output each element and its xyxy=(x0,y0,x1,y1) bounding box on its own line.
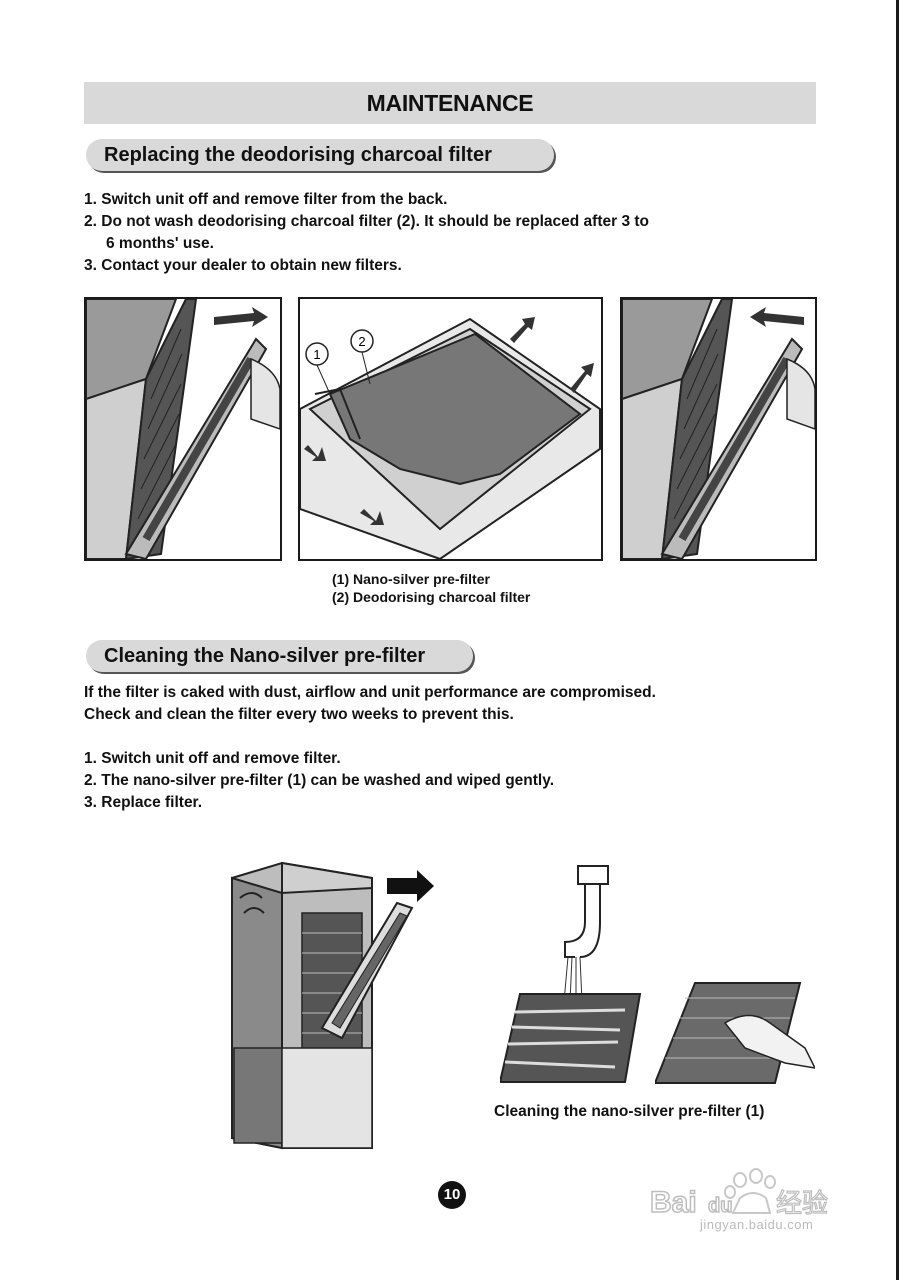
dehumidifier-unit-illustration xyxy=(231,861,434,1150)
section-title-cleaning-prefilter: Cleaning the Nano-silver pre-filter xyxy=(86,640,473,672)
intro-line: If the filter is caked with dust, airflo… xyxy=(84,684,656,701)
arrow-right-icon xyxy=(214,307,268,327)
step-item-continued: 6 months' use. xyxy=(84,233,804,255)
callout-2-label: 2 xyxy=(358,334,365,349)
step-item: 2. The nano-silver pre-filter (1) can be… xyxy=(84,770,804,792)
arrow-right-icon xyxy=(387,870,434,902)
step-text: Switch unit off and remove filter from t… xyxy=(101,191,448,208)
step-text: 6 months' use. xyxy=(106,235,214,252)
page-number: 10 xyxy=(438,1181,466,1209)
page-title: MAINTENANCE xyxy=(366,90,534,116)
step-number: 3. xyxy=(84,257,97,274)
step-number: 1. xyxy=(84,750,97,767)
callout-1-label: 1 xyxy=(313,347,320,362)
header-bar xyxy=(84,82,816,124)
legend-item-charcoal: (2) Deodorising charcoal filter xyxy=(332,589,531,605)
arrow-up-right-icon xyxy=(360,509,384,525)
panel-remove-filter-right xyxy=(84,297,282,561)
step-text: Replace filter. xyxy=(101,794,203,811)
step-text: The nano-silver pre-filter (1) can be wa… xyxy=(101,772,554,789)
filter-frame-illustration: 1 2 xyxy=(300,299,601,559)
replace-steps-list: 1. Switch unit off and remove filter fro… xyxy=(84,189,804,277)
unit-back-illustration xyxy=(86,299,280,559)
step-number: 1. xyxy=(84,191,97,208)
panel-insert-filter-left xyxy=(620,297,817,561)
step-number: 2. xyxy=(84,213,97,230)
step-item: 2. Do not wash deodorising charcoal filt… xyxy=(84,211,804,233)
svg-text:du: du xyxy=(708,1195,732,1217)
cleaning-caption: Cleaning the nano-silver pre-filter (1) xyxy=(494,1103,765,1120)
cleaning-intro: If the filter is caked with dust, airflo… xyxy=(84,682,844,726)
svg-text:经验: 经验 xyxy=(776,1189,828,1219)
washing-under-tap-illustration xyxy=(500,865,642,1083)
svg-text:Bai: Bai xyxy=(650,1186,697,1219)
figure-legend: (1) Nano-silver pre-filter (2) Deodorisi… xyxy=(332,570,632,606)
step-text: Switch unit off and remove filter. xyxy=(101,750,341,767)
legend-item-prefilter: (1) Nano-silver pre-filter xyxy=(332,571,490,587)
step-text: Do not wash deodorising charcoal filter … xyxy=(101,213,650,230)
panel-filter-layers: 1 2 xyxy=(298,297,603,561)
arrow-up-right-icon xyxy=(304,445,326,461)
watermark-url: jingyan.baidu.com xyxy=(700,1217,814,1232)
step-number: 2. xyxy=(84,772,97,789)
step-item: 1. Switch unit off and remove filter. xyxy=(84,748,804,770)
step-text: Contact your dealer to obtain new filter… xyxy=(101,257,402,274)
arrow-left-icon xyxy=(750,307,804,327)
hand-icon xyxy=(723,1014,815,1069)
tap-icon xyxy=(577,865,609,885)
wiping-filter-illustration xyxy=(655,982,815,1084)
step-item: 3. Contact your dealer to obtain new fil… xyxy=(84,255,804,277)
page-edge-rule xyxy=(896,0,899,1280)
step-item: 1. Switch unit off and remove filter fro… xyxy=(84,189,804,211)
intro-line: Check and clean the filter every two wee… xyxy=(84,706,514,723)
unit-back-illustration xyxy=(622,299,815,559)
arrow-down-left-icon xyxy=(510,317,535,343)
section-title-replacing-charcoal-filter: Replacing the deodorising charcoal filte… xyxy=(86,139,554,171)
step-item: 3. Replace filter. xyxy=(84,792,804,814)
step-number: 3. xyxy=(84,794,97,811)
arrow-down-left-icon xyxy=(570,363,594,393)
baidu-jingyan-watermark-logo: Bai du 经验 xyxy=(649,1168,829,1220)
cleaning-steps-list: 1. Switch unit off and remove filter. 2.… xyxy=(84,748,804,814)
